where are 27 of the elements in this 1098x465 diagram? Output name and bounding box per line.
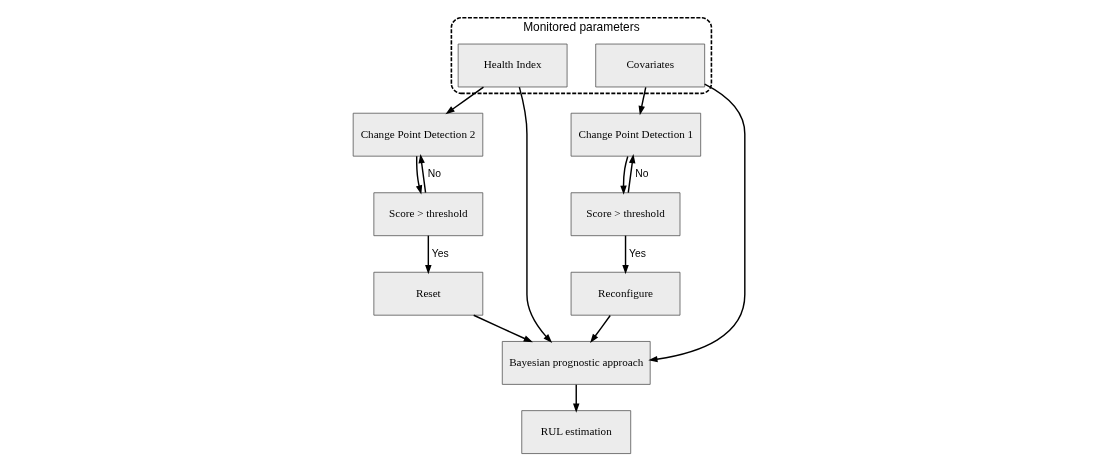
edge-label: No	[427, 168, 441, 180]
edge-label: Yes	[431, 247, 449, 259]
edge-label: Yes	[629, 247, 646, 259]
node-box: Change Point Detection 2	[352, 112, 484, 157]
arrow	[518, 86, 553, 343]
node-box: RUL estimation	[521, 410, 632, 454]
arrow	[620, 155, 629, 195]
node-box: Bayesian prognostic approach	[501, 341, 651, 385]
arrow	[445, 86, 485, 115]
arrow	[590, 314, 611, 344]
node-box: Covariates	[595, 43, 706, 88]
node-box: Score > threshold	[373, 192, 484, 237]
node-box: Reset	[373, 271, 484, 316]
node-box: Change Point Detection 1	[570, 112, 702, 157]
node-box: Health Index	[457, 43, 568, 88]
node-box: Reconfigure	[570, 271, 681, 316]
arrow	[638, 86, 647, 116]
arrow	[415, 155, 423, 195]
arrow	[425, 234, 432, 275]
arrow	[627, 154, 636, 194]
arrow	[418, 154, 427, 194]
node-box: Score > threshold	[570, 192, 681, 237]
arrow	[473, 314, 533, 343]
arrow	[622, 234, 629, 275]
arrow	[573, 384, 580, 413]
edge-label: No	[635, 168, 649, 180]
arrow	[648, 83, 746, 363]
